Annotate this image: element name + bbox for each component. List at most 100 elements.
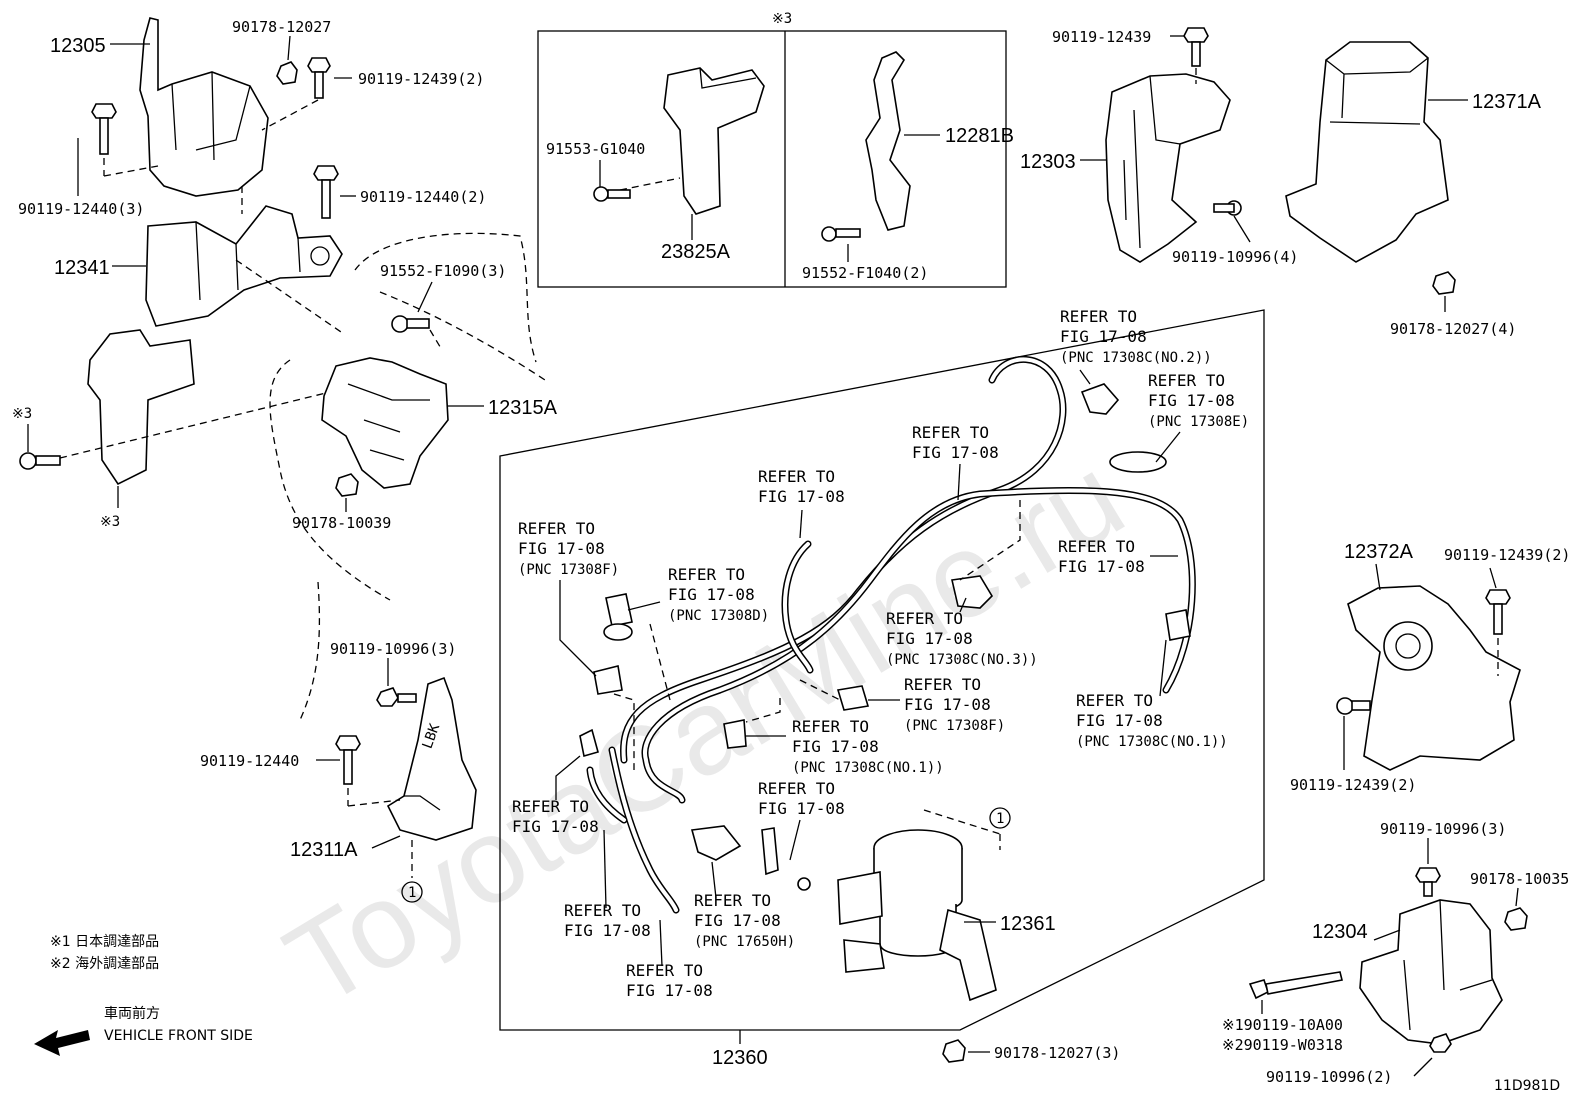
refer-a-l2: FIG 17-08 [1060, 327, 1147, 346]
label-90119-10996-3: 90119-10996(3) [330, 640, 456, 658]
refer-k-l1: REFER TO [1076, 691, 1153, 710]
label-12303: 12303 [1020, 151, 1076, 173]
bracket-12304-edges [1403, 899, 1493, 1031]
engine-outline [269, 232, 549, 721]
bolt-90119-10996-2-head [1429, 1033, 1452, 1053]
dash-12341-12315A [235, 259, 345, 335]
mount-12315A-ribs [347, 383, 430, 461]
bracket-12303 [1105, 73, 1231, 263]
label-12360: 12360 [712, 1047, 768, 1069]
mark-3-top: ※3 [772, 11, 792, 27]
refer-d-l1: REFER TO [758, 467, 835, 486]
refer-f-pnc: (PNC 17308F) [518, 562, 619, 578]
mount-12311A [386, 676, 477, 841]
dash-12440-3b [103, 165, 159, 177]
circle-1b-text: 1 [996, 811, 1004, 827]
refer-i-l2: FIG 17-08 [904, 695, 991, 714]
leader-90119-10996-4 [1233, 215, 1251, 243]
refer-g-pnc: (PNC 17308D) [668, 608, 769, 624]
refer-o-l2: FIG 17-08 [694, 911, 781, 930]
label-90119-12439-2: 90119-12439(2) [358, 70, 484, 88]
refer-h-l1: REFER TO [886, 609, 963, 628]
label-12281B: 12281B [945, 125, 1014, 147]
bracket-12341 [145, 205, 343, 327]
long-bolt-head [1248, 979, 1269, 1000]
refer-labels: REFER TO FIG 17-08 (PNC 17308C(NO.2)) RE… [512, 307, 1249, 1000]
leader-91552-F1090 [417, 281, 433, 313]
refer-n-l2: FIG 17-08 [564, 921, 651, 940]
mark-3-bottom: ※3 [100, 514, 120, 530]
nut-90178-10039 [335, 473, 359, 497]
bracket-23825A-edge [699, 67, 757, 89]
label-23825A: 23825A [661, 241, 731, 263]
label-90178-10039: 90178-10039 [292, 514, 391, 532]
mount-12372A-bushing [1383, 621, 1433, 671]
bolt-90119-10996-3-shank [397, 693, 417, 703]
refer-p-l2: FIG 17-08 [626, 981, 713, 1000]
label-12304: 12304 [1312, 921, 1368, 943]
label-12311A: 12311A [290, 839, 358, 861]
label-91552-F1040-2: 91552-F1040(2) [802, 264, 928, 282]
refer-i-l1: REFER TO [904, 675, 981, 694]
bolt-91553-shank [607, 189, 631, 199]
refer-b-l1: REFER TO [1148, 371, 1225, 390]
bracket-left-mark3 [87, 329, 195, 486]
refer-o-l1: REFER TO [694, 891, 771, 910]
refer-g-l1: REFER TO [668, 565, 745, 584]
label-12361: 12361 [1000, 913, 1056, 935]
label-12372A: 12372A [1344, 541, 1414, 563]
refer-n-l1: REFER TO [564, 901, 641, 920]
circle-1a-text: 1 [408, 885, 416, 901]
label-12341: 12341 [54, 257, 110, 279]
label-90178-10035: 90178-10035 [1470, 870, 1569, 888]
bolt-90119-12439-2b-head [1485, 589, 1511, 605]
refer-i-pnc: (PNC 17308F) [904, 718, 1005, 734]
note-2: ※2 海外調達部品 [50, 956, 159, 972]
label-12305: 12305 [50, 35, 106, 57]
front-arrow-icon [34, 1030, 90, 1056]
label-91553-G1040: 91553-G1040 [546, 140, 645, 158]
bolt-90119-12439-shank [314, 71, 324, 99]
refer-j-l1: REFER TO [792, 717, 869, 736]
label-90119-12439: 90119-12439 [1052, 28, 1151, 46]
nut-90178-12027-4 [1432, 271, 1456, 295]
long-bolt-shank [1265, 971, 1343, 995]
inset-box [537, 30, 1007, 288]
leader-12311A [371, 835, 401, 849]
leader-12304 [1373, 929, 1401, 941]
refer-m-l1: REFER TO [512, 797, 589, 816]
mount-12371A [1285, 41, 1449, 263]
bolt-90119-10996-3b-shank [1423, 881, 1433, 897]
leader-90119-12439-2b [1489, 567, 1497, 589]
bolt-90119-12439-2c-head [1336, 697, 1354, 715]
bolt-91552-F1040-head [821, 226, 837, 242]
label-12371A: 12371A [1472, 91, 1542, 113]
dash-12440-b [347, 799, 401, 807]
bracket-12304 [1359, 899, 1503, 1045]
refer-b-pnc: (PNC 17308E) [1148, 414, 1249, 430]
bolt-91552-F1090-shank [406, 318, 430, 329]
front-label-jp: 車両前方 [104, 1005, 160, 1022]
label-90178-12027-3: 90178-12027(3) [994, 1044, 1120, 1062]
refer-d-l2: FIG 17-08 [758, 487, 845, 506]
bolt-90119-10996-4-shank [1213, 203, 1235, 213]
mount-12361 [837, 829, 997, 1002]
refer-h-l2: FIG 17-08 [886, 629, 973, 648]
leader-90178-10035 [1515, 887, 1519, 907]
label-90178-12027: 90178-12027 [232, 18, 331, 36]
label-x2-90119-W0318: ※290119-W0318 [1222, 1036, 1343, 1054]
label-90119-12440: 90119-12440 [200, 752, 299, 770]
mount-12315A [321, 357, 449, 489]
refer-j-l2: FIG 17-08 [792, 737, 879, 756]
bolt-91553-head [593, 186, 609, 202]
label-90119-12439-2c: 90119-12439(2) [1290, 776, 1416, 794]
bracket-12303-edges [1123, 75, 1181, 249]
label-90119-12439-2b: 90119-12439(2) [1444, 546, 1570, 564]
assembly-12360-box [499, 309, 1265, 1031]
refer-h-pnc: (PNC 17308C(NO.3)) [886, 652, 1038, 668]
hose-clamps [579, 383, 1191, 891]
note-1: ※1 日本調達部品 [50, 934, 159, 950]
dash-91552-F1090 [429, 329, 443, 351]
leader-12372A [1375, 563, 1381, 591]
